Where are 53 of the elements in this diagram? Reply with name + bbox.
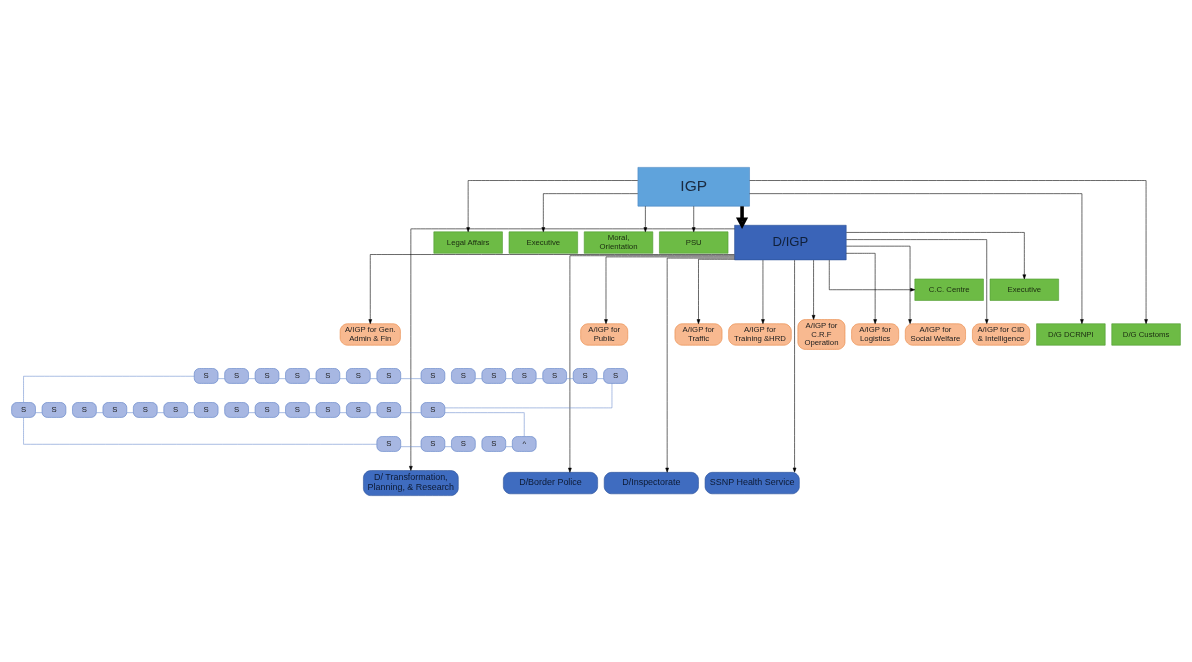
node-box: D/ Transformation, Planning, & Research bbox=[363, 469, 459, 496]
arrow bbox=[846, 231, 1027, 279]
connector bbox=[309, 411, 317, 413]
arrow bbox=[761, 259, 765, 324]
connector bbox=[370, 377, 378, 379]
connector bbox=[309, 377, 317, 379]
connector bbox=[217, 377, 225, 379]
node-box: D/Border Police bbox=[503, 471, 598, 494]
arrow bbox=[749, 192, 1084, 324]
arrow bbox=[604, 256, 735, 324]
connector bbox=[535, 377, 544, 379]
arrow bbox=[568, 254, 735, 473]
connector bbox=[505, 445, 513, 447]
node-box: D/Inspectorate bbox=[603, 471, 699, 494]
connector bbox=[566, 377, 574, 379]
arrow bbox=[368, 253, 735, 324]
connector bbox=[339, 377, 347, 379]
arrow bbox=[643, 205, 648, 232]
arrow bbox=[846, 238, 989, 324]
connector bbox=[596, 377, 604, 379]
connector bbox=[248, 411, 256, 413]
arrow bbox=[749, 179, 1148, 324]
connector bbox=[370, 411, 378, 413]
connector bbox=[248, 377, 256, 379]
arrow bbox=[735, 205, 749, 229]
connector bbox=[400, 445, 422, 447]
connector bbox=[187, 411, 195, 413]
connector bbox=[339, 411, 347, 413]
connector bbox=[444, 411, 525, 437]
node-box: SSNP Health Service bbox=[704, 471, 800, 494]
arrow bbox=[792, 259, 797, 472]
connector bbox=[23, 416, 378, 445]
node-box: D/IGP bbox=[734, 224, 847, 260]
connector bbox=[444, 382, 613, 408]
connector bbox=[23, 375, 195, 403]
connector bbox=[444, 445, 452, 447]
connector bbox=[505, 377, 513, 379]
arrow bbox=[696, 258, 735, 324]
connector bbox=[96, 411, 104, 413]
connector bbox=[35, 411, 43, 413]
connector bbox=[400, 411, 422, 413]
node-box: IGP bbox=[637, 166, 750, 206]
arrow bbox=[846, 245, 912, 324]
connector bbox=[400, 377, 422, 379]
arrow bbox=[829, 259, 916, 291]
connector bbox=[157, 411, 165, 413]
connector bbox=[278, 411, 286, 413]
connector bbox=[278, 377, 286, 379]
arrow bbox=[811, 259, 816, 320]
arrow bbox=[845, 252, 877, 324]
connector bbox=[475, 377, 483, 379]
arrow bbox=[665, 257, 735, 473]
connector bbox=[126, 411, 134, 413]
